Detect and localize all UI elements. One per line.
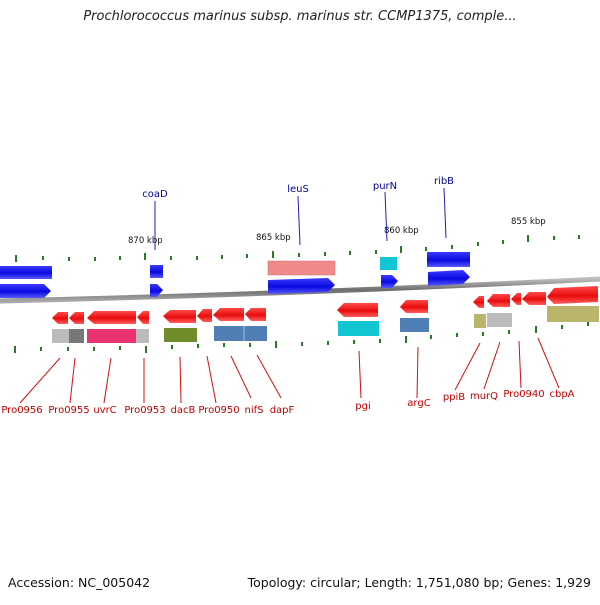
gene-label-nifS[interactable]: nifS — [245, 405, 264, 416]
gene-label-murQ[interactable]: murQ — [470, 391, 498, 402]
gene-arrow-murQ[interactable] — [487, 294, 510, 307]
genome-title: Prochlorococcus marinus subsp. marinus s… — [83, 9, 517, 24]
bottom-label-leaders — [19, 337, 560, 404]
scale-label-870: 870 kbp — [128, 236, 163, 246]
scale-ticks-upper — [15, 235, 580, 262]
gene-arrow-nifS[interactable] — [213, 308, 244, 321]
forward-gene-arrows — [0, 270, 470, 298]
gene-arrow-purN[interactable] — [381, 275, 398, 288]
scale-ticks-lower — [14, 322, 589, 353]
gene-label-leuS[interactable]: leuS — [287, 184, 309, 195]
gene-arrow-Pro0939[interactable] — [522, 292, 546, 305]
gene-label-Pro0956[interactable]: Pro0956 — [1, 405, 42, 416]
accession-text: Accession: NC_005042 — [8, 575, 151, 590]
gene-label-uvrC[interactable]: uvrC — [93, 405, 116, 416]
gene-arrow-ppiB[interactable] — [473, 296, 484, 308]
gene-arrow-Pro0950[interactable] — [197, 309, 212, 322]
gene-label-argC[interactable]: argC — [407, 398, 430, 409]
gene-arrow-Pro0956[interactable] — [52, 312, 68, 324]
gene-label-Pro0953[interactable]: Pro0953 — [124, 405, 165, 416]
gene-arrow-dacB[interactable] — [163, 310, 196, 323]
gene-label-Pro0950[interactable]: Pro0950 — [198, 405, 239, 416]
gene-arrow-leuS[interactable] — [268, 278, 335, 294]
gene-arrow-ribB[interactable] — [428, 270, 470, 286]
gene-label-ppiB[interactable]: ppiB — [443, 392, 465, 403]
gene-arrow-argC[interactable] — [400, 300, 428, 313]
gene-arrow-Pro0940[interactable] — [511, 293, 521, 305]
gene-arrow-forward[interactable] — [0, 284, 51, 298]
gene-label-Pro0955[interactable]: Pro0955 — [48, 405, 89, 416]
top-label-leaders — [154, 187, 447, 250]
genome-summary-text: Topology: circular; Length: 1,751,080 bp… — [247, 575, 591, 590]
gene-arrow-cbpA[interactable] — [547, 286, 598, 304]
forward-feature-bands — [0, 252, 470, 279]
scale-label-855: 855 kbp — [511, 217, 546, 227]
reverse-gene-arrows — [52, 286, 598, 324]
gene-arrow-Pro0953[interactable] — [137, 311, 149, 324]
scale-label-860: 860 kbp — [384, 226, 419, 236]
gene-arrow-coaD[interactable] — [150, 284, 163, 297]
gene-label-dacB[interactable]: dacB — [171, 405, 196, 416]
gene-label-ribB[interactable]: ribB — [434, 176, 454, 187]
gene-label-cbpA[interactable]: cbpA — [549, 389, 574, 400]
reverse-feature-bands — [52, 306, 599, 343]
gene-label-pgi[interactable]: pgi — [355, 401, 370, 412]
scale-label-865: 865 kbp — [256, 233, 291, 243]
gene-label-dapF[interactable]: dapF — [270, 405, 295, 416]
gene-label-Pro0940[interactable]: Pro0940 — [503, 389, 544, 400]
gene-arrow-dapF[interactable] — [245, 308, 266, 321]
gene-arrow-uvrC[interactable] — [87, 311, 136, 324]
gene-arrow-pgi[interactable] — [337, 303, 378, 317]
gene-label-purN[interactable]: purN — [373, 181, 397, 192]
gene-arrow-Pro0955[interactable] — [69, 312, 84, 324]
gene-label-coaD[interactable]: coaD — [142, 189, 168, 200]
